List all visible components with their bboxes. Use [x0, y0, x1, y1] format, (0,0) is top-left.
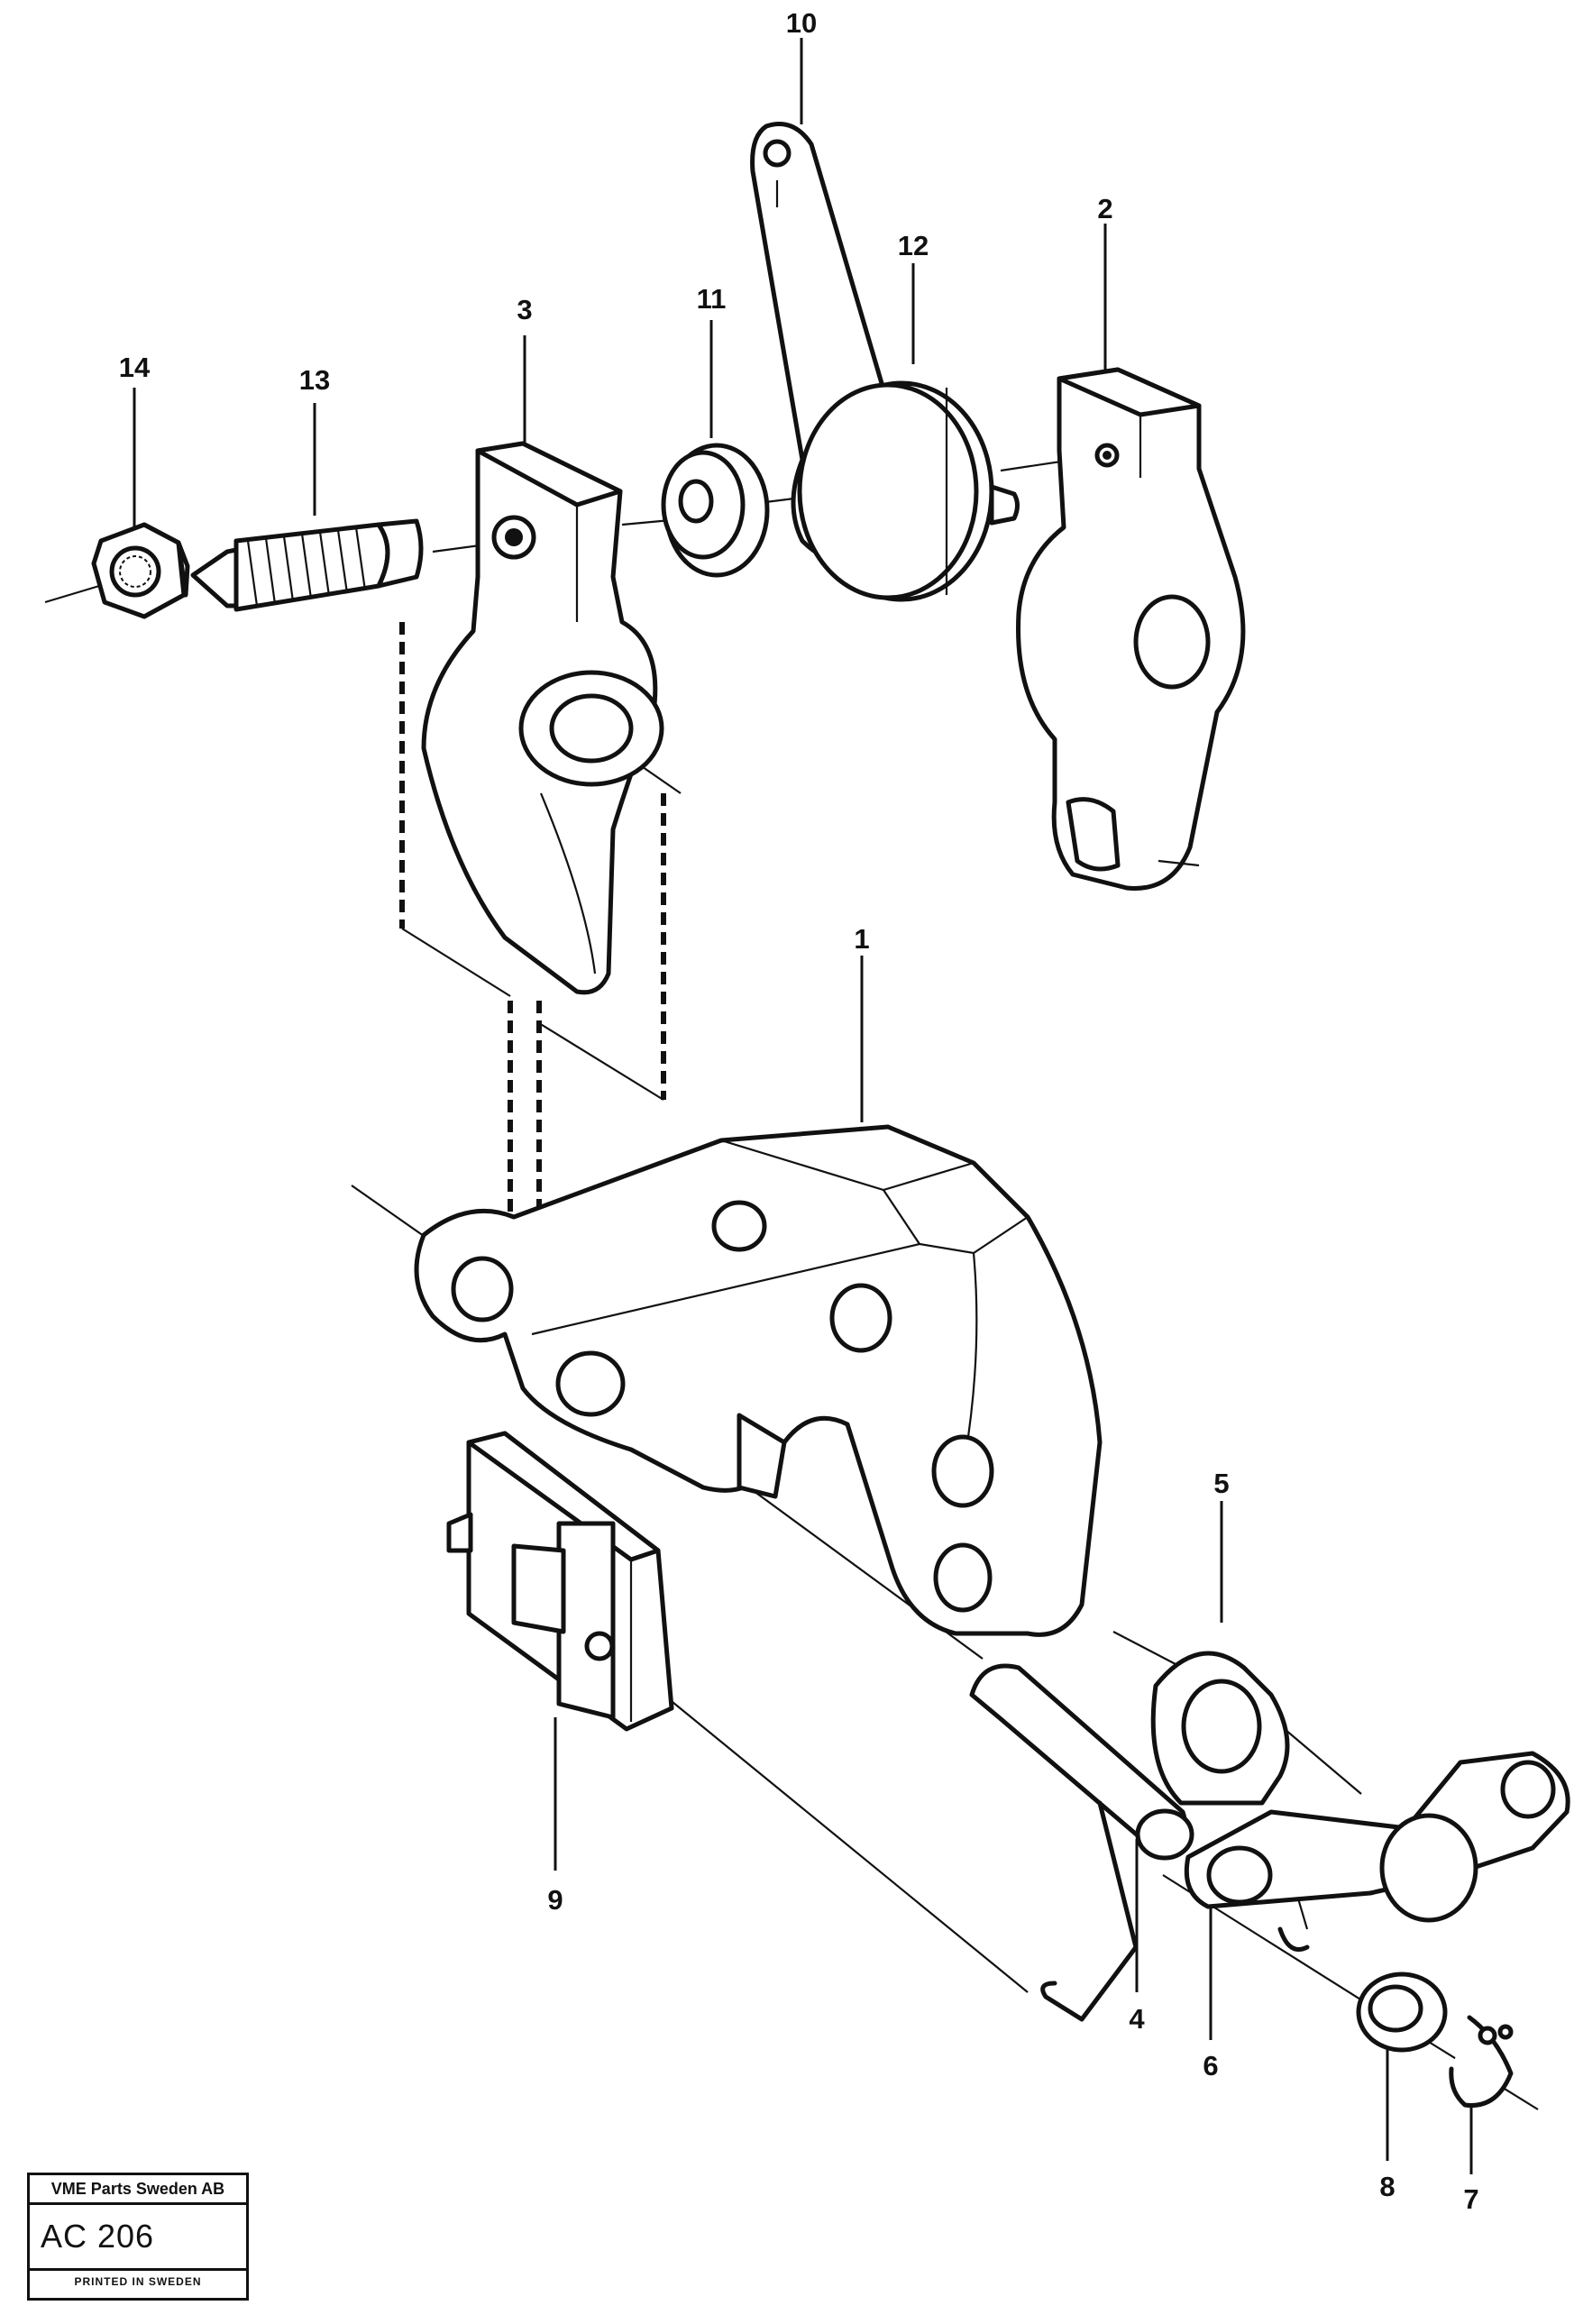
stamp-company: VME Parts Sweden AB [30, 2175, 246, 2205]
callout-3: 3 [517, 294, 532, 325]
part-11-washer [661, 443, 770, 578]
callout-10: 10 [786, 7, 817, 39]
callout-4: 4 [1129, 2003, 1145, 2035]
callout-6: 6 [1203, 2050, 1218, 2082]
callout-9: 9 [547, 1884, 563, 1916]
part-8-washer [1356, 1972, 1448, 2053]
part-9-slide-block [446, 1431, 674, 1732]
part-1-main-bracket [414, 1124, 1103, 1637]
callout-2: 2 [1097, 193, 1112, 224]
callout-12: 12 [898, 230, 929, 261]
callout-8: 8 [1379, 2171, 1395, 2202]
part-3-lever-bracket [421, 441, 664, 995]
drawing-stamp: VME Parts Sweden AB AC 206 PRINTED IN SW… [27, 2173, 249, 2301]
part-13-screw [190, 518, 424, 612]
callout-7: 7 [1463, 2183, 1478, 2215]
part-7-circlip [1449, 2015, 1514, 2109]
stamp-printed-note: PRINTED IN SWEDEN [74, 2275, 202, 2288]
part-5-spring [1040, 1651, 1290, 2022]
part-14-nut [91, 522, 190, 619]
callout-labels: 10 2 12 3 11 14 13 1 5 9 4 6 8 7 [119, 7, 1479, 2215]
stamp-drawing-code: AC 206 [30, 2205, 246, 2271]
callout-11: 11 [697, 283, 727, 315]
callout-14: 14 [119, 352, 151, 383]
callout-13: 13 [299, 364, 330, 396]
callout-1: 1 [854, 923, 869, 955]
part-2-clamp-bracket [1016, 367, 1246, 891]
callout-5: 5 [1213, 1468, 1229, 1499]
part-6-bracket-plate [1184, 1751, 1570, 1952]
part-12-damper-disc [797, 380, 1020, 602]
part-4-pin [969, 1663, 1194, 1861]
